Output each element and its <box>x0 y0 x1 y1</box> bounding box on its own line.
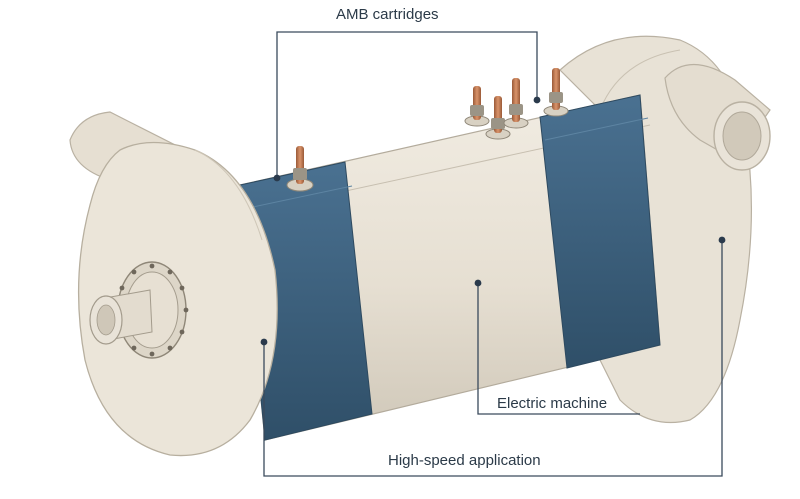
label-amb-cartridges: AMB cartridges <box>336 6 439 23</box>
marker-hs-front <box>260 338 268 346</box>
label-electric-machine: Electric machine <box>497 395 608 412</box>
leader-high-speed-application <box>263 240 723 477</box>
rear-outlet-pipe <box>664 63 771 171</box>
marker-electric-machine <box>474 279 482 287</box>
marker-hs-rear <box>718 236 726 244</box>
marker-amb-right <box>533 96 541 104</box>
marker-amb-left <box>273 174 281 182</box>
amb-cartridge-right <box>539 94 661 369</box>
label-high-speed-application: High-speed application <box>388 452 541 469</box>
front-inlet-nozzle <box>89 289 153 345</box>
leader-electric-machine <box>477 283 640 415</box>
leader-amb-cartridges <box>276 31 538 178</box>
terminal-left <box>286 146 314 192</box>
terminal-group-right <box>464 68 569 140</box>
